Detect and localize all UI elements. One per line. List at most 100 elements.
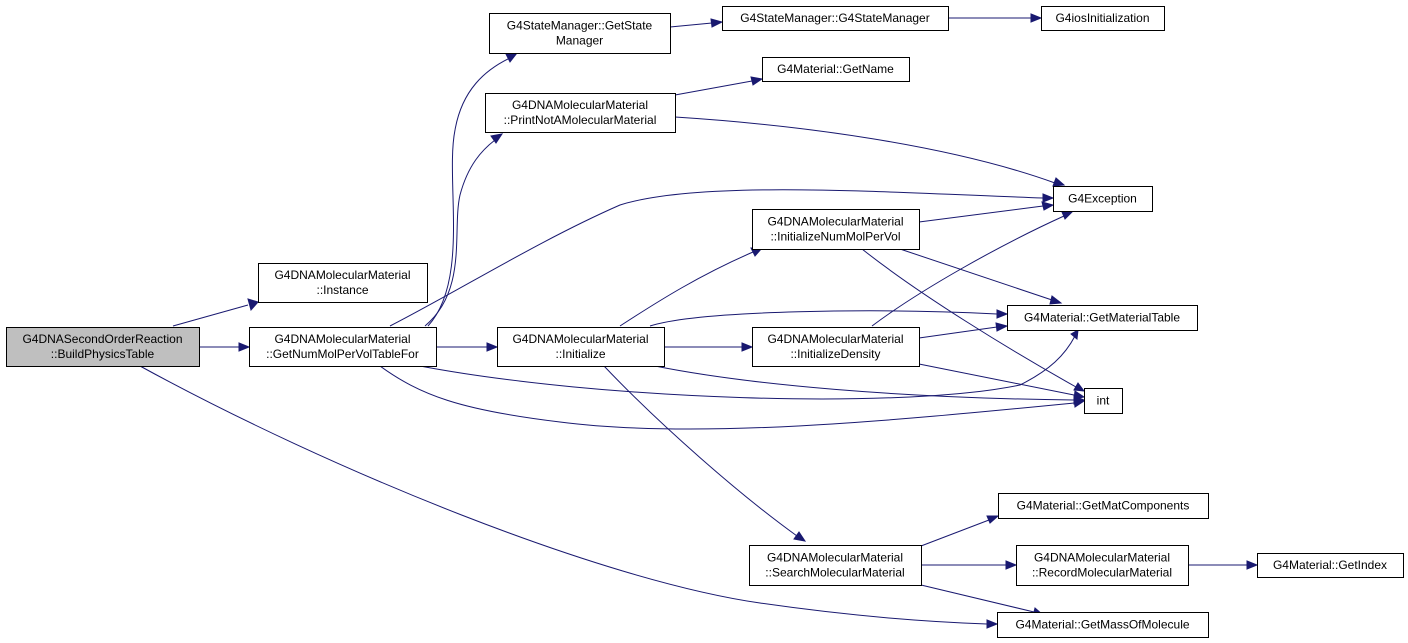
node-box[interactable] — [6, 327, 200, 367]
node-box[interactable] — [1041, 6, 1165, 31]
arrowhead-icon — [986, 515, 1000, 524]
node-n9[interactable]: G4Exception — [1053, 186, 1153, 212]
edge-n10-n13 — [664, 342, 754, 352]
node-box[interactable] — [1053, 186, 1153, 212]
arrowhead-icon — [750, 76, 764, 86]
node-n13[interactable]: G4DNAMolecularMaterial::InitializeDensit… — [752, 327, 920, 367]
arrowhead-icon — [238, 342, 251, 352]
edge-n5-n6 — [948, 13, 1043, 23]
edge-n15-n19 — [920, 584, 1045, 617]
node-n2[interactable]: G4DNAMolecularMaterial::Instance — [258, 263, 428, 303]
node-label: G4DNAMolecularMaterial — [274, 268, 410, 282]
edge-n1-n2 — [172, 298, 259, 327]
node-label: Manager — [556, 34, 603, 48]
edge-n10-n15 — [603, 365, 807, 542]
node-n3[interactable]: G4DNAMolecularMaterial::GetNumMolPerVolT… — [249, 327, 437, 367]
arrowhead-icon — [1073, 390, 1086, 400]
node-box[interactable] — [258, 263, 428, 303]
node-label: G4Material::GetMatComponents — [1017, 499, 1190, 513]
node-box[interactable] — [998, 493, 1209, 519]
edge-line — [654, 365, 1075, 401]
node-box[interactable] — [485, 93, 676, 133]
node-n1[interactable]: G4DNASecondOrderReaction::BuildPhysicsTa… — [6, 327, 200, 367]
node-box[interactable] — [489, 13, 671, 54]
arrowhead-icon — [710, 18, 724, 28]
edge-n1-n3 — [199, 342, 251, 352]
edge-n15-n16 — [920, 515, 1000, 547]
edge-line — [669, 22, 713, 28]
node-box[interactable] — [497, 327, 665, 367]
edge-line — [389, 189, 1044, 327]
arrowhead-icon — [793, 531, 807, 542]
node-n10[interactable]: G4DNAMolecularMaterial::Initialize — [497, 327, 665, 367]
edge-n3-n12 — [419, 329, 1079, 400]
node-label: int — [1097, 394, 1110, 408]
arrowhead-icon — [996, 309, 1009, 319]
node-box[interactable] — [722, 6, 949, 31]
edge-line — [918, 326, 998, 339]
node-label: ::RecordMolecularMaterial — [1032, 566, 1172, 580]
node-label: ::SearchMolecularMaterial — [765, 566, 904, 580]
node-n18[interactable]: G4Material::GetIndex — [1257, 553, 1404, 578]
node-n6[interactable]: G4iosInitialization — [1041, 6, 1165, 31]
node-box[interactable] — [749, 545, 922, 586]
node-box[interactable] — [997, 612, 1209, 638]
node-box[interactable] — [1257, 553, 1404, 578]
arrowhead-icon — [490, 133, 504, 144]
node-box[interactable] — [762, 57, 910, 82]
node-label: ::GetNumMolPerVolTableFor — [266, 347, 419, 361]
edge-line — [649, 310, 998, 327]
edge-line — [899, 248, 1053, 301]
node-n5[interactable]: G4StateManager::G4StateManager — [722, 6, 949, 31]
node-n15[interactable]: G4DNAMolecularMaterial::SearchMolecularM… — [749, 545, 922, 586]
node-label: G4DNAMolecularMaterial — [1034, 551, 1170, 565]
edge-n11-n14 — [861, 248, 1086, 392]
node-n12[interactable]: G4Material::GetMaterialTable — [1007, 305, 1198, 331]
node-n19[interactable]: G4Material::GetMassOfMolecule — [997, 612, 1209, 638]
node-label: G4DNASecondOrderReaction — [22, 332, 182, 346]
node-label: G4DNAMolecularMaterial — [767, 332, 903, 346]
node-box[interactable] — [1007, 305, 1198, 331]
edge-line — [139, 365, 988, 625]
node-n8[interactable]: G4Material::GetName — [762, 57, 910, 82]
node-n7[interactable]: G4DNAMolecularMaterial::PrintNotAMolecul… — [485, 93, 676, 133]
edge-line — [918, 363, 1075, 396]
arrowhead-icon — [1030, 13, 1043, 23]
node-label: ::InitializeNumMolPerVol — [770, 230, 900, 244]
edge-line — [861, 248, 1077, 388]
node-n11[interactable]: G4DNAMolecularMaterial::InitializeNumMol… — [752, 209, 920, 250]
edge-n15-n17 — [921, 560, 1018, 570]
node-box[interactable] — [1084, 388, 1123, 414]
arrowhead-icon — [741, 342, 754, 352]
node-n14[interactable]: int — [1084, 388, 1123, 414]
edge-line — [172, 304, 249, 327]
arrowhead-icon — [1005, 560, 1018, 570]
edge-line — [918, 205, 1044, 223]
edge-n3-n9 — [389, 189, 1055, 327]
edge-line — [920, 519, 990, 547]
node-box[interactable] — [249, 327, 437, 367]
arrowhead-icon — [1061, 211, 1074, 220]
node-box[interactable] — [752, 327, 920, 367]
node-box[interactable] — [1016, 545, 1189, 586]
node-n17[interactable]: G4DNAMolecularMaterial::RecordMolecularM… — [1016, 545, 1189, 586]
node-label: ::Instance — [316, 283, 368, 297]
arrowhead-icon — [247, 298, 259, 312]
edge-n13-n12 — [918, 322, 1009, 339]
arrowhead-icon — [1041, 201, 1055, 211]
node-label: G4DNAMolecularMaterial — [767, 215, 903, 229]
edge-n7-n9 — [674, 116, 1066, 187]
arrowhead-icon — [1052, 177, 1066, 187]
node-n16[interactable]: G4Material::GetMatComponents — [998, 493, 1209, 519]
node-label: G4Material::GetName — [777, 62, 894, 76]
node-box[interactable] — [752, 209, 920, 250]
edge-n7-n8 — [674, 76, 764, 96]
edge-n11-n9 — [918, 201, 1055, 223]
node-label: G4Material::GetMassOfMolecule — [1015, 618, 1189, 632]
edge-line — [603, 365, 798, 537]
edge-n17-n18 — [1188, 560, 1259, 570]
edge-line — [871, 215, 1065, 327]
edge-line — [419, 335, 1076, 400]
node-label: G4DNAMolecularMaterial — [767, 551, 903, 565]
